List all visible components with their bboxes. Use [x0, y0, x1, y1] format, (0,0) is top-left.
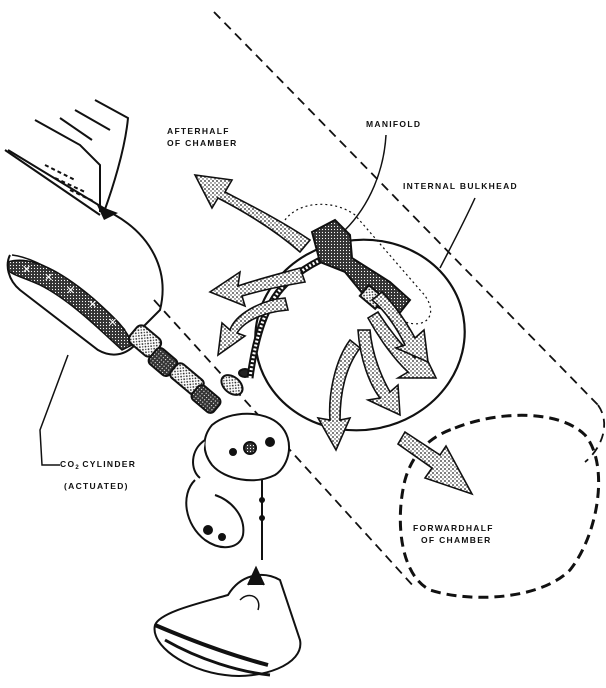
label-co2-cylinder: CO2 CYLINDER (ACTUATED) — [60, 458, 136, 492]
svg-text:✕: ✕ — [88, 298, 97, 311]
bottom-canister — [155, 568, 301, 676]
label-co2-suffix: CYLINDER — [79, 459, 137, 469]
co2-cylinder — [8, 150, 163, 355]
flow-arrow-afterhalf-2 — [210, 268, 305, 306]
leader-manifold — [345, 135, 386, 230]
chamber-end-arc — [585, 405, 604, 462]
svg-text:✕: ✕ — [22, 263, 31, 276]
leader-bulkhead — [440, 198, 475, 268]
flow-arrow-forward-5 — [398, 432, 472, 494]
svg-text:✕: ✕ — [66, 284, 75, 297]
leader-co2 — [40, 355, 68, 465]
svg-text:✕: ✕ — [44, 271, 53, 284]
label-afterhalf: AFTERHALF OF CHAMBER — [167, 125, 238, 149]
flow-arrow-forward-1 — [318, 340, 360, 450]
label-afterhalf-line1: AFTERHALF — [167, 125, 238, 137]
actuator-head — [186, 414, 289, 547]
fork-mount — [5, 100, 128, 215]
flow-arrow-afterhalf-1 — [195, 175, 310, 252]
label-forward-line1: FORWARDHALF — [413, 522, 494, 534]
label-co2-line1: CO2 CYLINDER — [60, 458, 136, 474]
label-internal-bulkhead: INTERNAL BULKHEAD — [403, 180, 518, 192]
label-forward-line2: OF CHAMBER — [421, 534, 494, 546]
label-afterhalf-line2: OF CHAMBER — [167, 137, 238, 149]
svg-text:✕: ✕ — [108, 316, 117, 329]
label-forward-half: FORWARDHALF OF CHAMBER — [413, 522, 494, 546]
label-co2-prefix: CO — [60, 459, 75, 469]
label-co2-actuated: (ACTUATED) — [64, 480, 136, 492]
manifold-body — [312, 220, 410, 315]
forward-half-outline — [400, 415, 598, 597]
label-manifold: MANIFOLD — [366, 118, 421, 130]
